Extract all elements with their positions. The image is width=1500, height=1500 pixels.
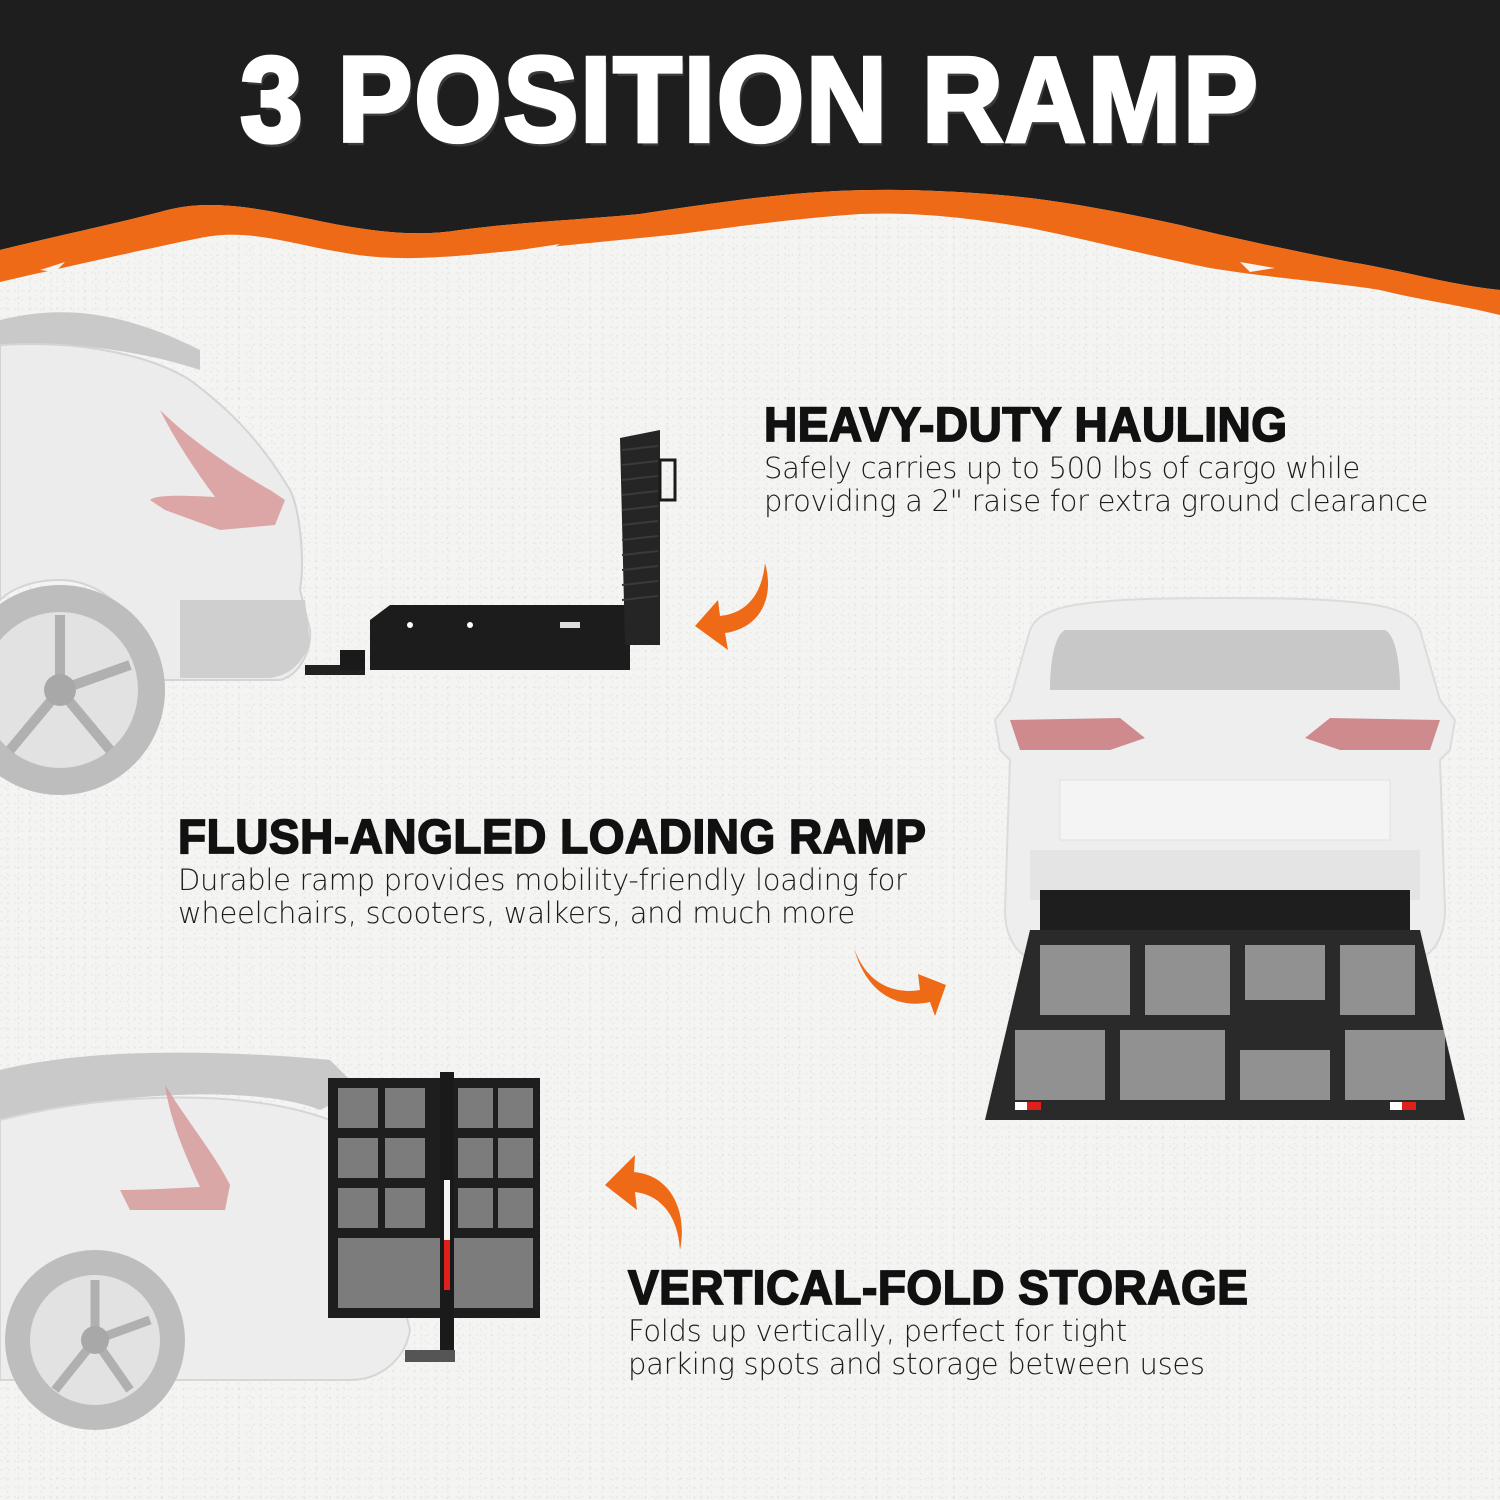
- torn-edge-graphic: [0, 0, 1500, 315]
- curved-arrow-right-down: [850, 940, 950, 1020]
- feature-description: Safely carries up to 500 lbs of cargo wh…: [764, 451, 1429, 518]
- suv-side-illustration: [0, 312, 677, 795]
- feature-heavy-duty-hauling: HEAVY-DUTY HAULING Safely carries up to …: [763, 396, 1429, 518]
- feature-flush-angled-loading-ramp: FLUSH-ANGLED LOADING RAMP Durable ramp p…: [177, 808, 927, 930]
- feature-heading: VERTICAL-FOLD STORAGE: [627, 1259, 1249, 1315]
- orange-arrow-icon: [854, 948, 946, 1016]
- feature-vertical-fold-storage: VERTICAL-FOLD STORAGE Folds up verticall…: [627, 1259, 1249, 1381]
- orange-arrow-icon: [605, 1155, 682, 1250]
- header-band: 3 POSITION RAMP: [0, 0, 1500, 330]
- suv-side-with-ramp-carrier-raised-ramp: [0, 300, 700, 820]
- suv-folded-illustration: [0, 1052, 540, 1430]
- suv-rear-with-ramp-lowered: [970, 590, 1480, 1150]
- curved-arrow-left-up: [600, 1150, 690, 1260]
- feature-heading: HEAVY-DUTY HAULING: [763, 396, 1288, 452]
- feature-description: Durable ramp provides mobility-friendly …: [178, 863, 907, 930]
- suv-rear-illustration: [985, 596, 1465, 1120]
- suv-side-with-carrier-folded-vertical: [0, 1030, 600, 1500]
- feature-description: Folds up vertically, perfect for tight p…: [628, 1314, 1205, 1381]
- curved-arrow-left-down: [690, 558, 780, 658]
- orange-arrow-icon: [695, 563, 769, 650]
- feature-heading: FLUSH-ANGLED LOADING RAMP: [177, 808, 927, 864]
- page-title: 3 POSITION RAMP: [238, 31, 1260, 167]
